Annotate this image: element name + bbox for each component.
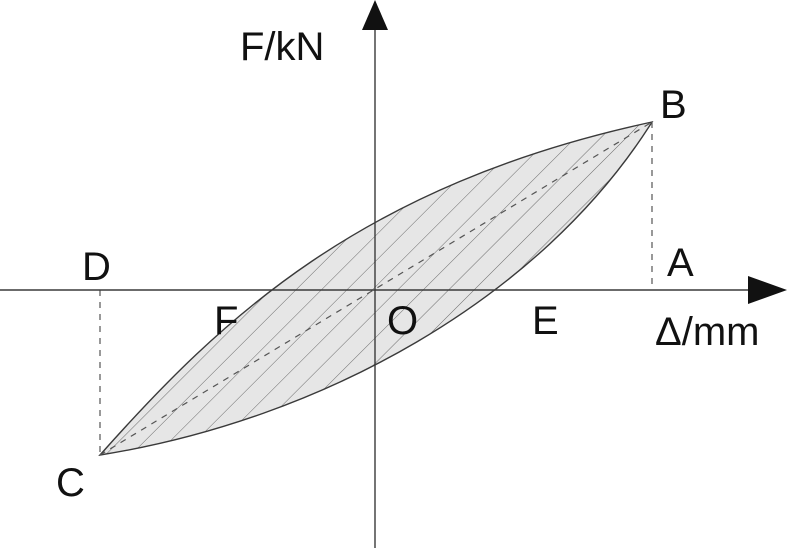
point-label-F: F [214, 299, 238, 343]
y-axis-label: F/kN [240, 25, 324, 69]
x-axis-arrow [748, 276, 787, 304]
point-label-A: A [667, 241, 694, 285]
point-label-E: E [532, 299, 559, 343]
point-label-O: O [387, 299, 418, 343]
point-label-C: C [56, 461, 85, 505]
x-axis-label: Δ/mm [655, 310, 759, 354]
point-label-D: D [82, 245, 111, 289]
y-axis-arrow [362, 0, 388, 30]
point-label-B: B [660, 83, 687, 127]
